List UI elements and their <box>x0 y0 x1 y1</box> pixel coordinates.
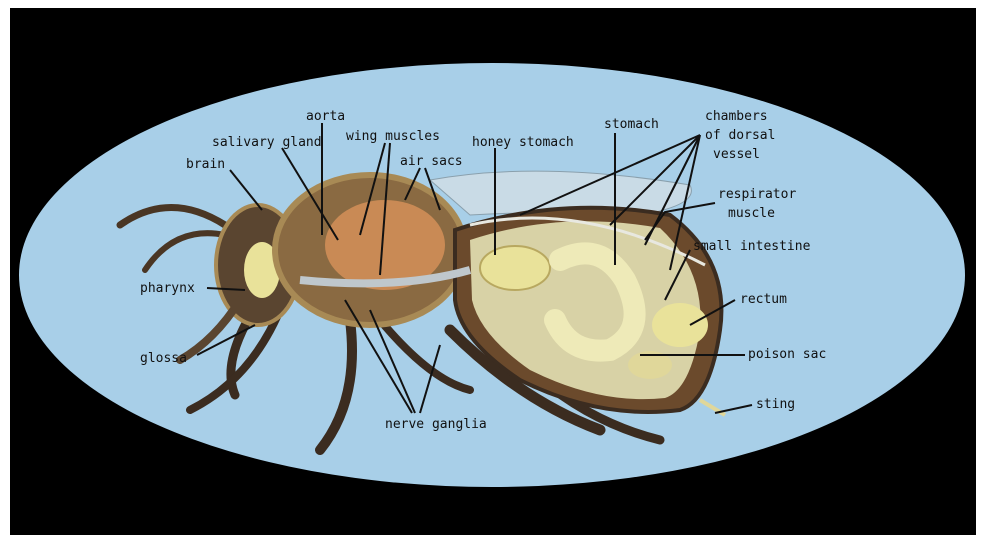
label-salivary-gland: salivary gland <box>212 135 322 150</box>
label-poison-sac: poison sac <box>748 347 826 362</box>
label-honey-stomach: honey stomach <box>472 135 574 150</box>
label-respirator-line2: muscle <box>728 206 775 221</box>
label-chambers-line2: of dorsal <box>705 128 775 143</box>
label-glossa: glossa <box>140 351 187 366</box>
label-aorta: aorta <box>306 109 345 124</box>
label-sting: sting <box>756 397 795 412</box>
label-pharynx: pharynx <box>140 281 195 296</box>
label-small-intestine: small intestine <box>693 239 811 254</box>
label-stomach: stomach <box>604 117 659 132</box>
label-respirator-line1: respirator <box>718 187 796 202</box>
rectum-organ <box>652 303 708 347</box>
label-air-sacs: air sacs <box>400 154 463 169</box>
label-chambers-line3: vessel <box>713 147 760 162</box>
label-rectum: rectum <box>740 292 787 307</box>
label-wing-muscles: wing muscles <box>346 129 440 144</box>
label-nerve-ganglia: nerve ganglia <box>385 417 487 432</box>
label-brain: brain <box>186 157 225 172</box>
honey-stomach-organ <box>480 246 550 290</box>
label-chambers-line1: chambers <box>705 109 768 124</box>
